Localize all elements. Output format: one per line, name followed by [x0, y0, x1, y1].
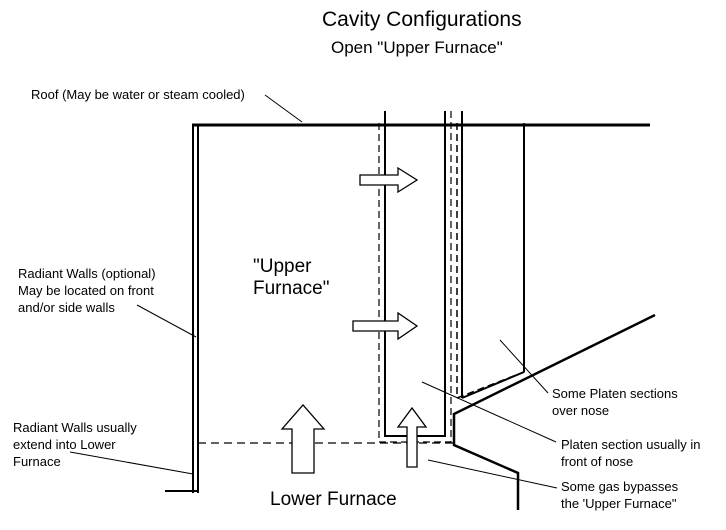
gas-flow-arrow-up-small [396, 406, 428, 468]
leader-lines [69, 94, 558, 489]
diagram-subtitle: Open "Upper Furnace" [331, 38, 503, 57]
gas-flow-arrow-right-middle [352, 311, 419, 341]
gas-flow-arrow-up-large [280, 404, 326, 474]
label-platen-over-nose: Some Platen sections over nose [552, 386, 678, 418]
label-lower-furnace: Lower Furnace [270, 489, 397, 510]
leader-gas-bypass [427, 459, 558, 489]
gas-flow-arrow-right-upper [359, 166, 419, 194]
label-roof: Roof (May be water or steam cooled) [31, 87, 245, 102]
leader-radiant-walls-optional [136, 304, 197, 338]
diagram-title: Cavity Configurations [322, 8, 522, 31]
leader-roof [264, 94, 303, 123]
label-upper-furnace: "Upper Furnace" [253, 256, 330, 299]
leader-platen-over-nose [499, 339, 549, 394]
platen-over-nose [456, 111, 525, 400]
nose-rear-wall [452, 313, 656, 510]
label-platen-front-of-nose: Platen section usually in front of nose [561, 437, 701, 469]
label-radiant-walls-extend: Radiant Walls usually extend into Lower … [13, 420, 137, 469]
radiant-wall [165, 124, 199, 493]
label-radiant-walls-optional: Radiant Walls (optional) May be located … [18, 266, 156, 315]
platen-front [378, 111, 452, 443]
leader-platen-front [421, 381, 557, 443]
label-gas-bypass: Some gas bypasses the 'Upper Furnace" [561, 479, 679, 511]
leader-radiant-walls-extend [69, 451, 194, 475]
